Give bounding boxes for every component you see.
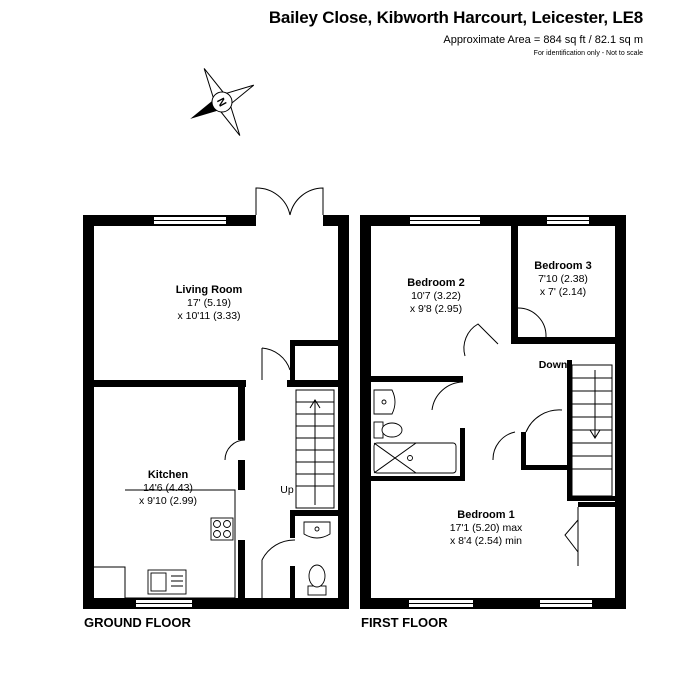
kitchen-sink-icon bbox=[147, 569, 187, 595]
approximate-area: Approximate Area = 884 sq ft / 82.1 sq m bbox=[443, 34, 643, 46]
kitchen-dim2: x 9'10 (2.99) bbox=[139, 495, 197, 507]
bedroom-2-name: Bedroom 2 bbox=[407, 277, 464, 289]
bedroom-2-dim2: x 9'8 (2.95) bbox=[410, 303, 462, 315]
kitchen-worktop bbox=[94, 489, 236, 599]
hob-icon bbox=[210, 517, 234, 541]
ground-floor-label: GROUND FLOOR bbox=[84, 615, 191, 630]
bathroom-toilet-icon bbox=[373, 421, 403, 439]
first-stairs-label: Down bbox=[539, 359, 568, 371]
kitchen-dim1: 14'6 (4.43) bbox=[143, 482, 193, 494]
ground-floor-plan: Up Living bbox=[83, 187, 349, 630]
bedroom-3-dim2: x 7' (2.14) bbox=[540, 286, 586, 298]
first-stairs-treads bbox=[572, 377, 612, 470]
property-title: Bailey Close, Kibworth Harcourt, Leicest… bbox=[268, 8, 643, 27]
bathroom-basin-icon bbox=[373, 389, 396, 415]
bedroom-3-dim1: 7'10 (2.38) bbox=[538, 273, 588, 285]
bedroom-1-dim1: 17'1 (5.20) max bbox=[450, 522, 523, 534]
ground-stairs-label: Up bbox=[280, 484, 294, 496]
first-floor-plan: Down Bedroom 2 10'7 (3.22) x 9'8 (2.95) … bbox=[360, 215, 626, 630]
bath-icon bbox=[373, 442, 457, 474]
bedroom-1-dim2: x 8'4 (2.54) min bbox=[450, 535, 522, 547]
living-room-dim1: 17' (5.19) bbox=[187, 297, 231, 309]
kitchen-name: Kitchen bbox=[148, 469, 189, 481]
first-floor-label: FIRST FLOOR bbox=[361, 615, 448, 630]
bedroom-3-name: Bedroom 3 bbox=[534, 260, 591, 272]
bedroom-2-dim1: 10'7 (3.22) bbox=[411, 290, 461, 302]
living-room-dim2: x 10'11 (3.33) bbox=[177, 310, 240, 322]
bedroom-1-name: Bedroom 1 bbox=[457, 509, 514, 521]
disclaimer-note: For identification only - Not to scale bbox=[533, 50, 643, 57]
compass-icon: N bbox=[190, 68, 255, 136]
wc-basin-icon bbox=[303, 521, 331, 539]
living-room-name: Living Room bbox=[176, 284, 243, 296]
wc-toilet-icon bbox=[307, 564, 327, 596]
